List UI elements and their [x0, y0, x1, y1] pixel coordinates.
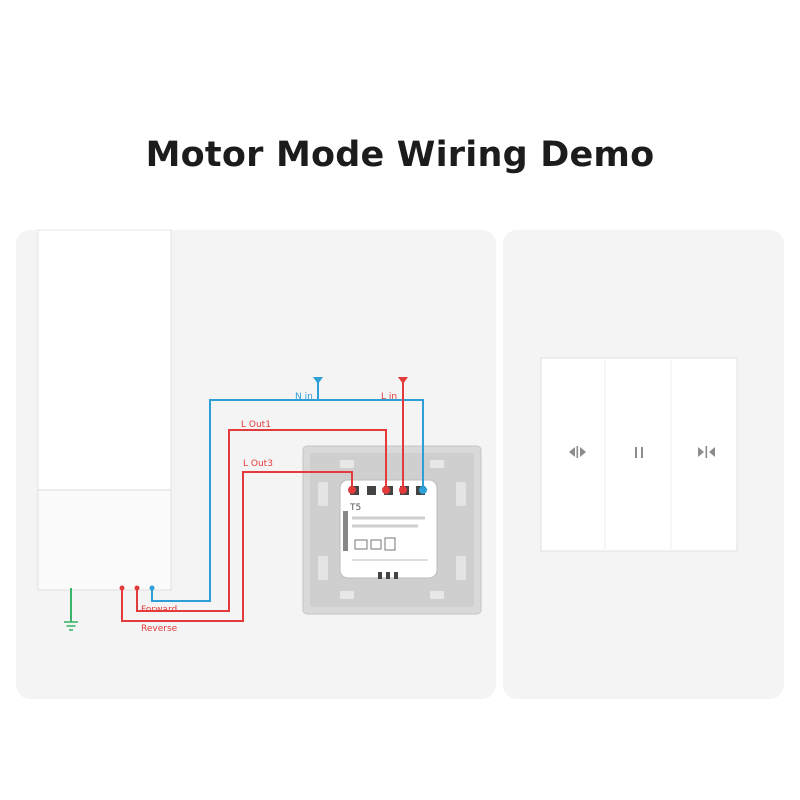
- neutral-wire: [318, 399, 424, 489]
- pause-icon[interactable]: [635, 447, 643, 458]
- l-out1-wire: [136, 429, 387, 612]
- close-curtain-icon[interactable]: [698, 446, 715, 458]
- neutral-to-motor-wire: [151, 399, 318, 602]
- open-curtain-icon[interactable]: [569, 446, 586, 458]
- page-title: Motor Mode Wiring Demo: [145, 135, 655, 175]
- l-in-label: L in: [381, 392, 397, 402]
- curtain-switch: [540, 357, 738, 552]
- l-out3-wire: [121, 471, 353, 622]
- arrow-tips: [119, 377, 427, 591]
- wires: [70, 381, 424, 622]
- ground-icon: [64, 621, 78, 631]
- reverse-label: Reverse: [141, 624, 178, 634]
- curtain-motor: [37, 229, 172, 591]
- switch-module: T5: [339, 479, 438, 579]
- n-in-label: N in: [295, 392, 313, 402]
- module-model: T5: [349, 503, 361, 513]
- l-out3-label: L Out3: [243, 459, 273, 469]
- l-out1-label: L Out1: [241, 420, 271, 430]
- forward-label: Forward: [141, 605, 177, 615]
